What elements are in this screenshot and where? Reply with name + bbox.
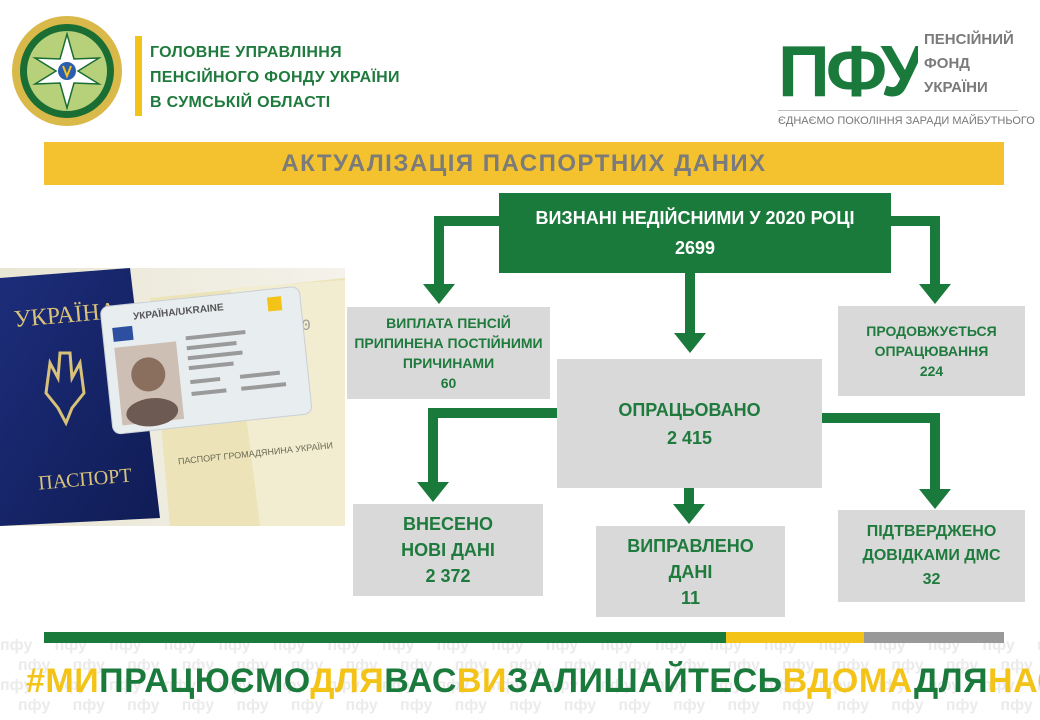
processing-continues-line-1: ПРОДОВЖУЄТЬСЯ [866, 323, 997, 339]
pfu-line-3: УКРАЇНИ [924, 79, 988, 96]
header-divider [135, 36, 142, 116]
pfu-divider [778, 110, 1018, 111]
pfu-slogan: ЄДНАЄМО ПОКОЛІННЯ ЗАРАДИ МАЙБУТНЬОГО [778, 115, 1035, 127]
corrected-data-value: 11 [680, 587, 701, 608]
hashtag-part: ПРАЦЮЄМО [99, 662, 311, 700]
hashtag-part: ВДОМА [782, 662, 914, 700]
invalidated-total-box: ВИЗНАНІ НЕДІЙСНИМИ У 2020 РОЦІ 2699 [499, 193, 891, 273]
pfu-line-2: ФОНД [924, 55, 970, 72]
watermark-row: пфу пфу пфу пфу пфу пфу пфу пфу пфу пфу … [18, 657, 1040, 674]
hashtag-part: ДЛЯ [914, 662, 989, 700]
fund-emblem-icon [10, 14, 124, 128]
hashtag-part: ДЛЯ [310, 662, 385, 700]
watermark-row: пфу пфу пфу пфу пфу пфу пфу пфу пфу пфу … [18, 697, 1040, 714]
hashtag-part: ЗАЛИШАЙТЕСЬ [506, 662, 783, 700]
footer-bar-green [44, 632, 726, 643]
passport-image: EE0 УКРАЇНА ПАСПОРТ УКРАЇНА/UKRAINE [0, 268, 345, 526]
footer-hashtag: #МИПРАЦЮЄМОДЛЯВАСВИЗАЛИШАЙТЕСЬВДОМАДЛЯНА… [26, 662, 1040, 701]
new-data-box: ВНЕСЕНО НОВІ ДАНІ 2 372 [353, 504, 543, 596]
footer-bar-yellow [726, 632, 864, 643]
pension-stopped-box: ВИПЛАТА ПЕНСІЙ ПРИПИНЕНА ПОСТІЙНИМИ ПРИЧ… [347, 307, 550, 399]
org-line-1: ГОЛОВНЕ УПРАВЛІННЯ [150, 44, 342, 61]
processing-continues-value: 224 [919, 363, 944, 379]
dms-confirmed-line-1: ПІДТВЕРДЖЕНО [866, 523, 997, 540]
pension-stopped-line-2: ПРИПИНЕНА ПОСТІЙНИМИ [354, 335, 543, 351]
corrected-data-line-2: ДАНІ [668, 561, 713, 582]
pfu-logo: ПФУ [778, 26, 930, 112]
org-line-3: В СУМСЬКІЙ ОБЛАСТІ [150, 94, 331, 111]
pfu-name: ПЕНСІЙНИЙ ФОНД УКРАЇНИ [924, 28, 1014, 100]
processing-continues-line-2: ОПРАЦЮВАННЯ [874, 343, 989, 359]
pension-stopped-line-1: ВИПЛАТА ПЕНСІЙ [386, 315, 511, 331]
hashtag-part: ВИ [456, 662, 507, 700]
page-title: АКТУАЛІЗАЦІЯ ПАСПОРТНИХ ДАНИХ [44, 142, 1004, 185]
dms-confirmed-line-2: ДОВІДКАМИ ДМС [862, 547, 1001, 564]
footer-bar-gray [864, 632, 1004, 643]
new-data-line-1: ВНЕСЕНО [402, 514, 493, 534]
hashtag-part: #МИ [26, 662, 100, 700]
corrected-data-line-1: ВИПРАВЛЕНО [627, 535, 754, 556]
organization-name: ГОЛОВНЕ УПРАВЛІННЯ ПЕНСІЙНОГО ФОНДУ УКРА… [150, 40, 400, 115]
invalidated-label: ВИЗНАНІ НЕДІЙСНИМИ У 2020 РОЦІ [535, 208, 855, 228]
corrected-data-box: ВИПРАВЛЕНО ДАНІ 11 [596, 526, 785, 617]
watermark-row: пфу пфу пфу пфу пфу пфу пфу пфу пфу пфу … [0, 677, 1040, 694]
processed-label: ОПРАЦЬОВАНО [618, 399, 761, 420]
dms-confirmed-box: ПІДТВЕРДЖЕНО ДОВІДКАМИ ДМС 32 [838, 510, 1025, 602]
hashtag-part: НАС! [988, 662, 1040, 700]
invalidated-value: 2699 [674, 238, 716, 258]
processed-box: ОПРАЦЬОВАНО 2 415 [557, 359, 822, 488]
org-line-2: ПЕНСІЙНОГО ФОНДУ УКРАЇНИ [150, 69, 400, 86]
processing-continues-box: ПРОДОВЖУЄТЬСЯ ОПРАЦЮВАННЯ 224 [838, 306, 1025, 396]
dms-confirmed-value: 32 [922, 571, 941, 588]
processed-value: 2 415 [666, 427, 713, 448]
pfu-logo-text: ПФУ [778, 32, 918, 104]
pension-stopped-line-3: ПРИЧИНАМИ [402, 355, 495, 371]
hashtag-part: ВАС [384, 662, 457, 700]
new-data-line-2: НОВІ ДАНІ [401, 540, 495, 560]
pension-stopped-value: 60 [440, 375, 457, 391]
pfu-line-1: ПЕНСІЙНИЙ [924, 31, 1014, 48]
new-data-value: 2 372 [425, 566, 471, 586]
